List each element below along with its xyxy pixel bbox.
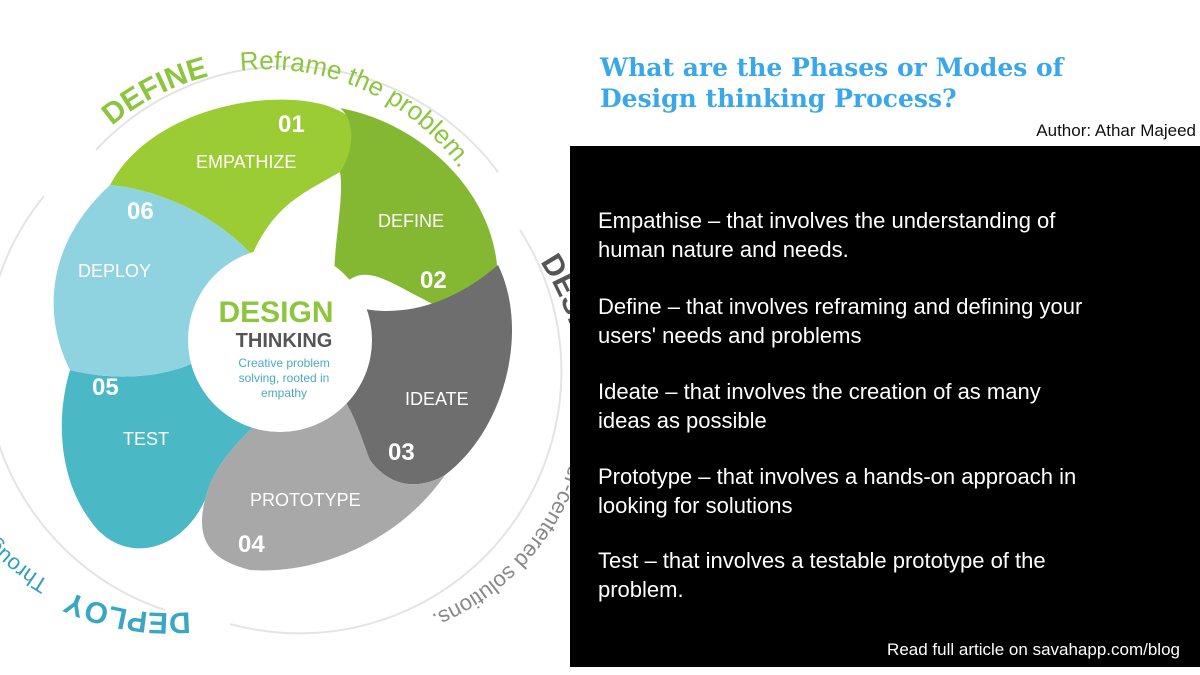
page-title: What are the Phases or Modes of Design t… — [600, 52, 1190, 114]
phase-line-1: Ideate – that involves the creation of a… — [598, 379, 1041, 404]
phase-line-2: human nature and needs. — [598, 237, 849, 262]
center-caption-line3: empathy — [261, 386, 307, 400]
title-line-1: What are the Phases or Modes of — [600, 53, 1064, 82]
petal-number-04: 04 — [238, 531, 265, 558]
petal-label-define: DEFINE — [378, 211, 444, 231]
petal-number-03: 03 — [388, 439, 415, 466]
center-title-thinking: THINKING — [236, 330, 333, 352]
petal-define — [333, 108, 498, 314]
petal-test — [61, 360, 255, 549]
phase-line-1: Test – that involves a testable prototyp… — [598, 548, 1046, 573]
phase-line-2: ideas as possible — [598, 408, 767, 433]
outer-ring — [0, 65, 563, 635]
center-caption-line2: solving, rooted in — [239, 371, 330, 385]
petal-empathize — [110, 99, 363, 255]
phase-description: Define – that involves reframing and def… — [598, 292, 1188, 350]
petal-number-06: 06 — [127, 198, 154, 225]
phase-line-1: Define – that involves reframing and def… — [598, 294, 1083, 319]
center-title-design: DESIGN — [218, 296, 333, 329]
outer-deploy-text: Through cycles of learning. — [0, 359, 52, 598]
petal-number-05: 05 — [92, 374, 119, 401]
petal-label-empathize: EMPATHIZE — [196, 152, 296, 172]
phase-line-1: Prototype – that involves a hands-on app… — [598, 464, 1077, 489]
petal-number-02: 02 — [420, 267, 447, 294]
phase-line-2: looking for solutions — [598, 493, 793, 518]
read-more-link[interactable]: Read full article on savahapp.com/blog — [887, 640, 1180, 659]
phase-description: Test – that involves a testable prototyp… — [598, 546, 1188, 604]
phases-panel: Empathise – that involves the understand… — [570, 146, 1200, 667]
center-disc — [188, 248, 372, 432]
phase-line-1: Empathise – that involves the understand… — [598, 208, 1056, 233]
petal-number-01: 01 — [278, 111, 305, 138]
petal-label-prototype: PROTOTYPE — [250, 490, 361, 510]
phase-line-2: users' needs and problems — [598, 323, 862, 348]
petal-deploy — [53, 185, 252, 377]
phase-line-2: problem. — [598, 577, 684, 602]
phase-description: Empathise – that involves the understand… — [598, 206, 1188, 264]
author-credit: Author: Athar Majeed — [1036, 121, 1196, 140]
petal-label-test: TEST — [123, 429, 169, 449]
phase-description: Prototype – that involves a hands-on app… — [598, 462, 1188, 520]
phase-description: Ideate – that involves the creation of a… — [598, 377, 1188, 435]
center-caption-line1: Creative problem — [238, 356, 329, 370]
design-thinking-diagram: DESIGN THINKING Creative problem solving… — [0, 45, 570, 639]
outer-design-label: DESIGN — [534, 248, 570, 370]
petal-label-ideate: IDEATE — [405, 389, 469, 409]
title-line-2: Design thinking Process? — [600, 84, 957, 113]
petal-label-deploy: DEPLOY — [78, 261, 151, 281]
